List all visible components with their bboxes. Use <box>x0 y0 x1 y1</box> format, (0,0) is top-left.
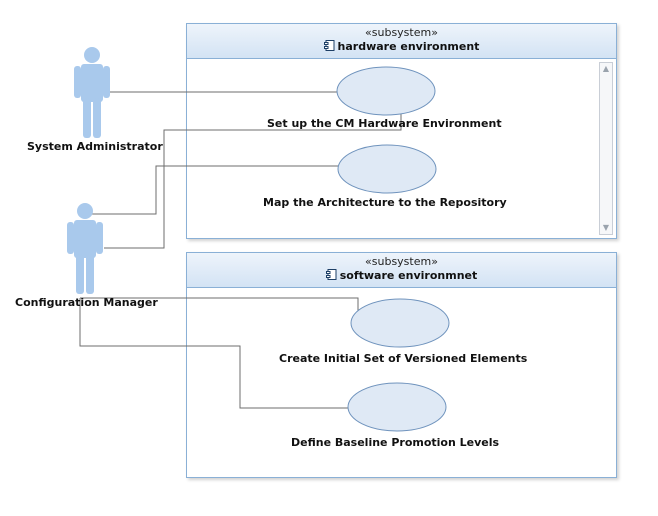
subsystem-title: software environmnet <box>187 269 616 282</box>
subsystem-name: software environmnet <box>339 269 478 282</box>
scroll-up-icon[interactable]: ▲ <box>602 64 610 73</box>
subsystem-stereotype: «subsystem» <box>365 255 438 268</box>
association-line <box>104 112 402 249</box>
use-case-label[interactable]: Set up the CM Hardware Environment <box>267 117 502 130</box>
scroll-down-icon[interactable]: ▼ <box>602 223 610 232</box>
association-line <box>79 298 348 409</box>
subsystem-stereotype: «subsystem» <box>365 26 438 39</box>
use-case-ellipse <box>347 382 447 432</box>
actor-icon <box>67 203 103 294</box>
subsystem-software-environment[interactable]: «subsystem» software environmnet <box>186 252 617 478</box>
use-case-label[interactable]: Define Baseline Promotion Levels <box>291 436 500 449</box>
component-icon <box>325 269 337 280</box>
use-case-ellipse <box>350 298 450 348</box>
component-icon <box>323 40 335 51</box>
vertical-scrollbar[interactable]: ▲ ▼ <box>599 62 613 235</box>
subsystem-title: hardware environment <box>187 40 616 53</box>
actor-label[interactable]: Configuration Manager <box>15 296 158 309</box>
subsystem-name: hardware environment <box>337 40 480 53</box>
use-case-ellipse <box>337 144 437 194</box>
use-case-label[interactable]: Map the Architecture to the Repository <box>263 196 507 209</box>
association-line <box>80 165 338 215</box>
subsystem-header: «subsystem» software environmnet <box>187 253 616 288</box>
actor-icon <box>74 47 110 138</box>
use-case-label[interactable]: Create Initial Set of Versioned Elements <box>279 352 528 365</box>
association-line <box>80 297 359 314</box>
subsystem-hardware-environment[interactable]: «subsystem» hardware environment ▲ ▼ <box>186 23 617 239</box>
actor-label[interactable]: System Administrator <box>27 140 163 153</box>
subsystem-header: «subsystem» hardware environment <box>187 24 616 59</box>
use-case-ellipse <box>336 66 436 116</box>
